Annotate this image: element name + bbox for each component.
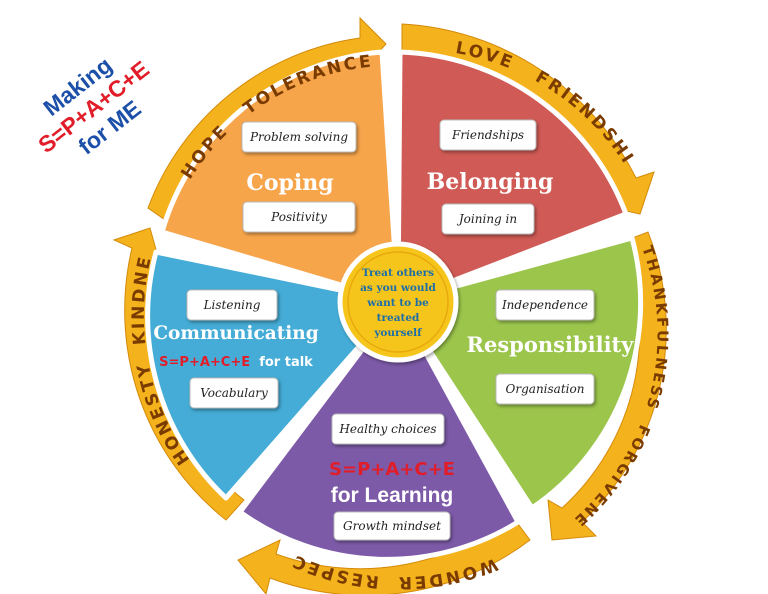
communicating-item-listening: Listening [203,298,261,312]
learning-item-healthy-choices: Healthy choices [338,422,436,436]
learning-title-space: S=P+A+C+E [329,459,455,480]
learning-title-for-learning: for Learning [331,484,454,507]
segment-coping [159,49,401,305]
communicating-subtitle-for-talk: for talk [259,355,313,370]
center-circle: Treat others as you would want to be tre… [337,241,459,363]
page-heading: Making S=P+A+C+E for ME [33,52,154,160]
communicating-subtitle: S=P+A+C+E for talk [159,351,313,370]
communicating-item-vocabulary: Vocabulary [200,386,268,400]
communicating-title: Communicating [153,323,318,344]
responsibility-item-independence: Independence [501,298,588,312]
center-line-5: yourself [373,327,423,339]
responsibility-item-organisation: Organisation [506,382,585,396]
responsibility-title: Responsibility [467,332,635,357]
belonging-content: Friendships Belonging Joining in [427,119,554,235]
center-line-1: Treat others [362,267,434,279]
coping-title: Coping [246,170,333,196]
belonging-item-joining-in: Joining in [456,212,517,226]
segment-belonging [395,49,629,305]
communicating-subtitle-space: S=P+A+C+E [159,355,250,370]
coping-content: Problem solving Coping Positivity [241,121,357,233]
belonging-title: Belonging [427,169,554,195]
center-line-3: want to be [366,297,429,309]
learning-content: Healthy choices S=P+A+C+E for Learning G… [329,413,455,541]
coping-item-positivity: Positivity [270,210,327,224]
belonging-item-friendships: Friendships [451,128,524,142]
center-line-4: treated [377,312,420,324]
coping-item-problem-solving: Problem solving [249,130,348,144]
communicating-content: Listening Communicating S=P+A+C+E for ta… [153,289,319,409]
learning-item-growth-mindset: Growth mindset [343,519,441,533]
responsibility-content: Independence Responsibility Organisation [467,289,635,405]
center-line-2: as you would [360,282,436,294]
